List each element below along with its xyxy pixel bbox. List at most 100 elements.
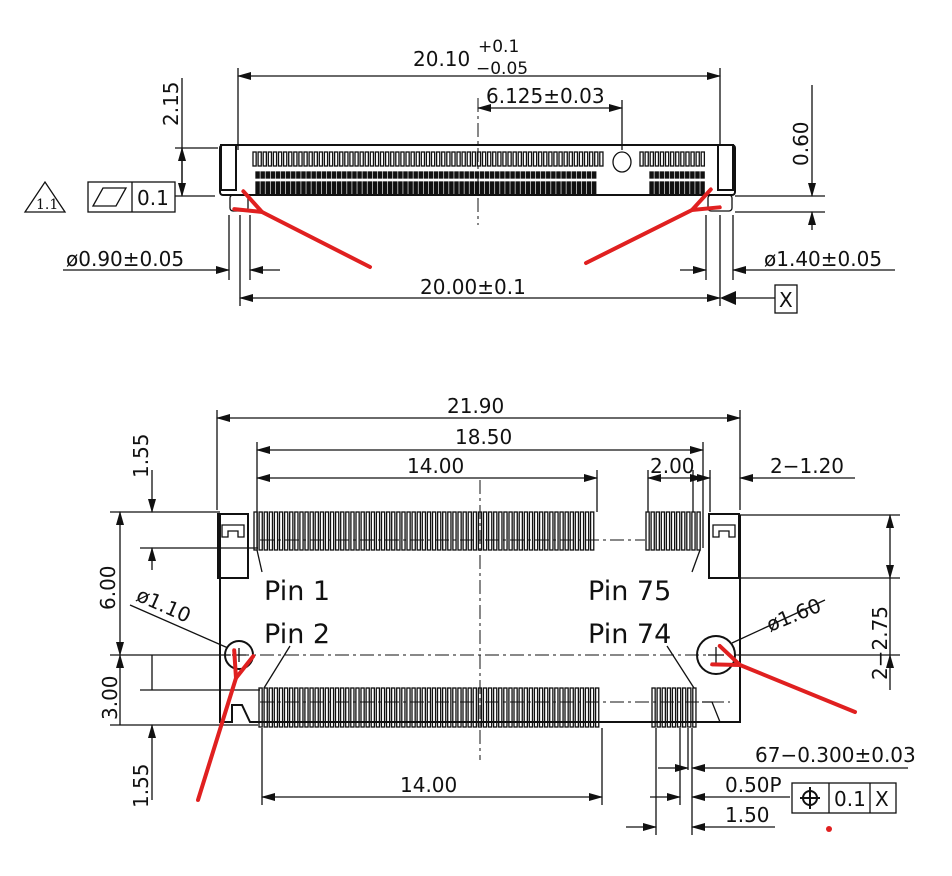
connector-pin — [283, 687, 289, 728]
connector-pin — [444, 181, 449, 195]
connector-pin — [680, 151, 685, 167]
connector-pin — [430, 151, 436, 167]
connector-pin — [324, 687, 330, 728]
connector-pin — [556, 181, 561, 195]
connector-pin — [446, 151, 451, 167]
connector-pin — [651, 687, 656, 728]
bottom-view-pins — [253, 511, 701, 728]
connector-pin — [520, 171, 526, 179]
connector-pin — [457, 687, 462, 728]
connector-pin — [352, 181, 357, 195]
connector-pin — [467, 687, 472, 728]
connector-pin — [418, 171, 424, 179]
connector-pin — [428, 171, 434, 179]
connector-pin — [695, 151, 700, 167]
connector-pin — [523, 511, 529, 551]
tab-width-label: 2−1.20 — [770, 454, 844, 478]
connector-pin — [345, 687, 350, 728]
connector-pin — [408, 181, 413, 195]
connector-pin — [380, 687, 386, 728]
body-depth-label: 6.00 — [96, 565, 120, 610]
connector-pin — [298, 151, 303, 167]
connector-pin — [579, 511, 585, 551]
connector-pin — [385, 511, 391, 551]
connector-pin — [350, 687, 355, 728]
peg-spacing-label: 20.00±0.1 — [420, 275, 526, 299]
connector-pin — [406, 511, 411, 551]
connector-pin — [492, 687, 498, 728]
connector-pin — [377, 181, 383, 195]
connector-pin — [487, 511, 493, 551]
connector-pin — [540, 181, 546, 195]
connector-pin — [288, 687, 294, 728]
connector-pin — [525, 181, 531, 195]
connector-pin — [664, 151, 670, 167]
connector-pin — [669, 171, 675, 179]
connector-pin — [357, 181, 362, 195]
pin75-label: Pin 75 — [588, 576, 671, 607]
connector-pin — [299, 687, 304, 728]
connector-pin — [508, 511, 513, 551]
connector-pin — [272, 151, 278, 167]
connector-pin — [649, 181, 654, 195]
connector-pin — [431, 511, 437, 551]
connector-pin — [393, 171, 398, 179]
connector-pin — [695, 171, 700, 179]
connector-pin — [533, 511, 539, 551]
connector-pin — [452, 511, 457, 551]
connector-pin — [268, 511, 274, 551]
connector-pin — [558, 151, 563, 167]
connector-pin — [309, 511, 314, 551]
connector-pin — [319, 687, 325, 728]
connector-pin — [535, 181, 541, 195]
connector-pin — [382, 181, 388, 195]
red-arrow-right-hole — [740, 665, 857, 714]
position-datum-label: X — [875, 787, 889, 811]
connector-pin — [316, 171, 322, 179]
connector-pin — [410, 151, 415, 167]
connector-pin — [273, 687, 279, 728]
connector-pin — [665, 511, 671, 551]
connector-pin — [554, 687, 559, 728]
connector-pin — [395, 151, 400, 167]
connector-pin — [375, 687, 381, 728]
connector-pin — [505, 171, 510, 179]
connector-pin — [484, 181, 490, 195]
connector-pin — [377, 171, 383, 179]
connector-pin — [584, 687, 590, 728]
top-row-span-label: 14.00 — [407, 454, 464, 478]
connector-pin — [471, 151, 477, 167]
parallelogram-flatness-icon — [91, 187, 128, 207]
connector-pin — [336, 181, 342, 195]
hole-offset-label: 3.00 — [98, 675, 122, 720]
connector-pin — [679, 181, 685, 195]
left-peg-dia-label: ø0.90±0.05 — [66, 247, 184, 271]
position-tolerance-icon — [800, 787, 820, 809]
connector-pin — [339, 687, 345, 728]
connector-pin — [690, 151, 695, 167]
connector-pin — [252, 151, 257, 167]
connector-pin — [411, 687, 416, 728]
connector-pin — [500, 171, 505, 179]
height-label: 2.15 — [159, 81, 183, 126]
left-hole-dia-label: ø1.10 — [133, 583, 195, 628]
connector-pin — [574, 511, 580, 551]
connector-pin — [390, 151, 395, 167]
overall-width-label: 20.10 — [413, 47, 470, 71]
pin74-label: Pin 74 — [588, 619, 671, 650]
connector-pin — [347, 171, 352, 179]
connector-pin — [477, 687, 483, 728]
connector-pin — [365, 511, 371, 551]
position-tol-value: 0.1 — [834, 787, 866, 811]
connector-pin — [313, 151, 319, 167]
connector-pin — [282, 151, 288, 167]
connector-pin — [649, 171, 654, 179]
connector-pin — [418, 181, 424, 195]
connector-pin — [553, 151, 558, 167]
connector-pin — [527, 151, 533, 167]
connector-pin — [357, 171, 362, 179]
connector-pin — [546, 181, 551, 195]
connector-pin — [675, 511, 681, 551]
connector-pin — [666, 687, 672, 728]
connector-pin — [301, 181, 306, 195]
